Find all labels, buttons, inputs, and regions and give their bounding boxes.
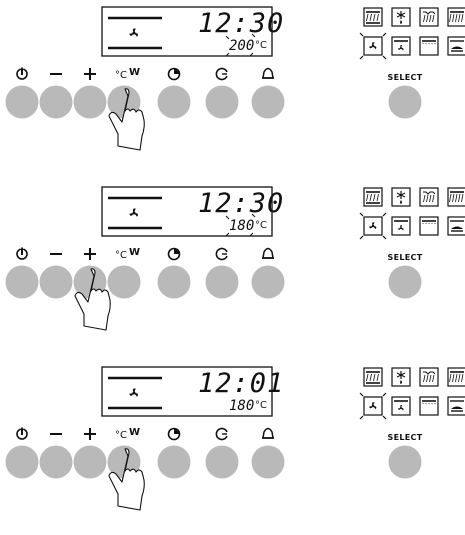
svg-text:°C: °C [115, 250, 127, 261]
fan-grill-mode-icon [392, 37, 410, 55]
plus-icon [84, 428, 96, 440]
bell-icon [262, 69, 274, 79]
mode-selector [360, 188, 465, 239]
lcd-time: 12:30 [198, 10, 284, 37]
fan-assisted-mode-icon [360, 213, 386, 239]
defrost-mode-icon [392, 188, 410, 206]
svg-text:°C: °C [115, 430, 127, 441]
mode-selector [360, 368, 465, 419]
grill-mode-icon [420, 188, 438, 206]
svg-text:W: W [129, 247, 140, 258]
power-icon [17, 66, 27, 79]
fan-assisted-mode-icon [360, 393, 386, 419]
lcd-time: 12:01 [198, 370, 284, 397]
top-bottom-heat-mode-icon [364, 368, 382, 386]
plus-icon [84, 68, 96, 80]
temp-weight-icon: °CW [115, 247, 140, 261]
select-knob[interactable] [389, 266, 422, 299]
fan-assisted-mode-icon [360, 33, 386, 59]
end-time-button[interactable] [206, 446, 239, 479]
alarm-button[interactable] [252, 86, 285, 119]
cook-time-button[interactable] [158, 446, 191, 479]
alarm-button[interactable] [252, 266, 285, 299]
bottom-heat-mode-icon [420, 37, 438, 55]
top-bottom-heat-mode-icon [364, 8, 382, 26]
bell-icon [262, 249, 274, 259]
grill-mode-icon [420, 8, 438, 26]
pizza-mode-icon [448, 397, 465, 415]
cooking-time-icon [169, 429, 180, 440]
lcd-temperature-unit: °C [255, 40, 267, 52]
select-label: SELECT [375, 73, 435, 82]
plus-button[interactable] [74, 446, 107, 479]
plus-button[interactable] [74, 86, 107, 119]
minus-button[interactable] [40, 86, 73, 119]
large-grill-mode-icon [448, 8, 465, 26]
lcd-temperature-unit: °C [255, 220, 267, 232]
power-icon [17, 426, 27, 439]
fan-grill-mode-icon [392, 397, 410, 415]
mode-selector [360, 8, 465, 59]
grill-mode-icon [420, 368, 438, 386]
bottom-heat-mode-icon [420, 217, 438, 235]
top-bottom-heat-mode-icon [364, 188, 382, 206]
lcd-temperature: 200 [229, 39, 254, 53]
plus-icon [84, 248, 96, 260]
cooking-time-icon [169, 249, 180, 260]
pizza-mode-icon [448, 37, 465, 55]
end-time-button[interactable] [206, 86, 239, 119]
cook-time-button[interactable] [158, 86, 191, 119]
end-time-icon [216, 69, 227, 80]
lcd-temperature: 180 [229, 219, 254, 233]
select-knob[interactable] [389, 86, 422, 119]
minus-button[interactable] [40, 266, 73, 299]
temp-weight-button[interactable] [108, 266, 141, 299]
power-button[interactable] [6, 86, 39, 119]
minus-button[interactable] [40, 446, 73, 479]
end-time-icon [216, 249, 227, 260]
select-knob[interactable] [389, 446, 422, 479]
cooking-time-icon [169, 69, 180, 80]
fan-grill-mode-icon [392, 217, 410, 235]
alarm-button[interactable] [252, 446, 285, 479]
svg-text:W: W [129, 427, 140, 438]
large-grill-mode-icon [448, 368, 465, 386]
select-label: SELECT [375, 433, 435, 442]
lcd-temperature: 180 [229, 399, 254, 413]
lcd-temperature-unit: °C [255, 400, 267, 412]
cook-time-button[interactable] [158, 266, 191, 299]
svg-text:W: W [129, 67, 140, 78]
defrost-mode-icon [392, 368, 410, 386]
select-label: SELECT [375, 253, 435, 262]
end-time-button[interactable] [206, 266, 239, 299]
power-button[interactable] [6, 446, 39, 479]
end-time-icon [216, 429, 227, 440]
bottom-heat-mode-icon [420, 397, 438, 415]
large-grill-mode-icon [448, 188, 465, 206]
defrost-mode-icon [392, 8, 410, 26]
pizza-mode-icon [448, 217, 465, 235]
power-icon [17, 246, 27, 259]
lcd-time: 12:30 [198, 190, 284, 217]
svg-text:°C: °C [115, 70, 127, 81]
power-button[interactable] [6, 266, 39, 299]
bell-icon [262, 429, 274, 439]
